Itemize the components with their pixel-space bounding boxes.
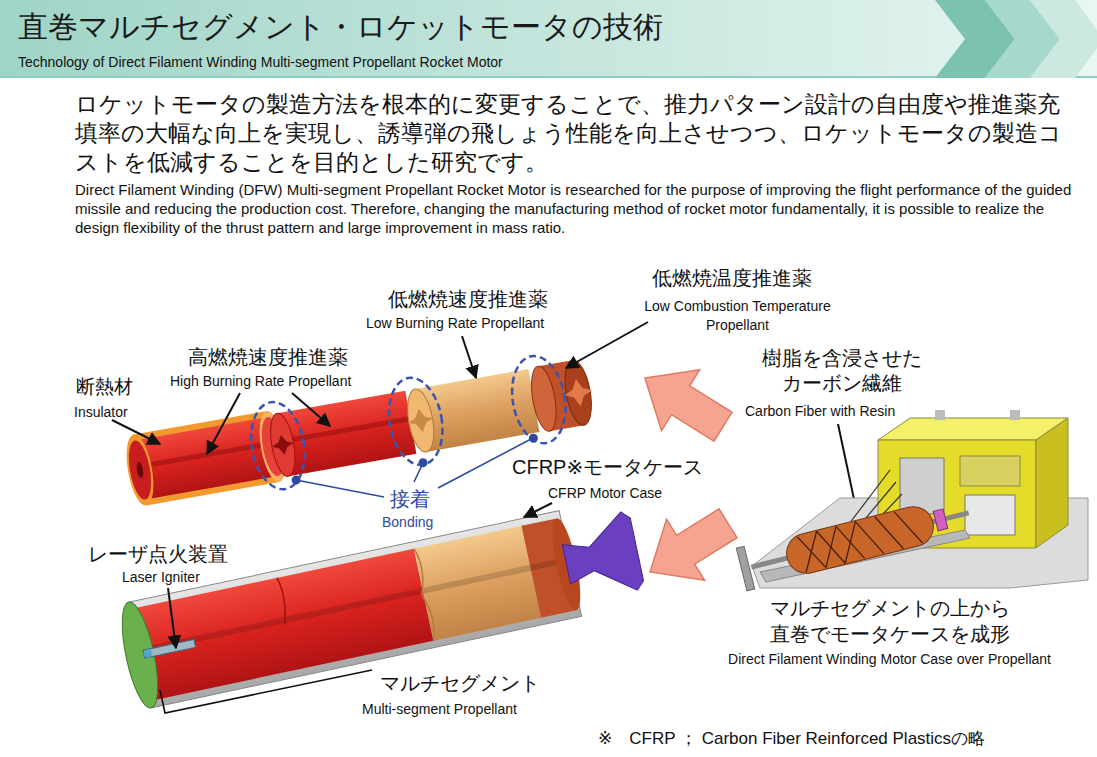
assembled-motor (115, 497, 648, 711)
winding-machine (736, 410, 1088, 591)
part-name-en: CFRP Motor Case (548, 485, 662, 502)
bonding-label-en: Bonding (382, 514, 433, 531)
band-rule (0, 76, 1097, 78)
process-note: マルチセグメントの上から 直巻でモータケースを成形 (740, 595, 1040, 647)
part-name-en: Laser Igniter (122, 569, 200, 586)
title-band (0, 0, 1097, 78)
part-name-en: High Burning Rate Propellant (170, 373, 351, 390)
material-name-en: Carbon Fiber with Resin (745, 403, 895, 420)
part-name-en: Insulator (74, 404, 128, 421)
material-name: 樹脂を含浸させた カーボン繊維 (742, 346, 942, 396)
part-name: CFRP※モータケース (512, 455, 703, 480)
description-en: Direct Filament Winding (DFW) Multi-segm… (75, 180, 1087, 237)
part-name: 断熱材 (76, 375, 133, 399)
process-note-en: Direct Filament Winding Motor Case over … (692, 651, 1087, 668)
title-text: 直巻マルチセグメント・ロケットモータの技術 (18, 8, 663, 46)
part-name-en: Multi-segment Propellant (362, 701, 517, 718)
part-name: 高燃焼速度推進薬 (188, 345, 348, 370)
part-name-en: Low Burning Rate Propellant (366, 315, 544, 332)
subtitle-text: Technology of Direct Filament Winding Mu… (18, 53, 503, 71)
exploded-segments (121, 347, 601, 518)
part-name: 低燃焼速度推進薬 (388, 287, 548, 312)
bonding-label: 接着 (390, 487, 430, 512)
part-name: マルチセグメント (380, 671, 540, 696)
leader-arrows (112, 322, 858, 648)
part-name-en: Low Combustion Temperature Propellant (640, 297, 835, 335)
bracket (160, 670, 372, 713)
description-ja: ロケットモータの製造方法を根本的に変更することで、推力パターン設計の自由度や推進… (75, 90, 1075, 177)
footnote: ※ CFRP ； Carbon Fiber Reinforced Plastic… (598, 728, 985, 749)
part-name: レーザ点火装置 (88, 542, 228, 567)
process-arrow (626, 347, 742, 457)
chevron (1030, 0, 1097, 78)
process-arrow (631, 493, 747, 603)
part-name: 低燃焼温度推進薬 (652, 266, 812, 291)
